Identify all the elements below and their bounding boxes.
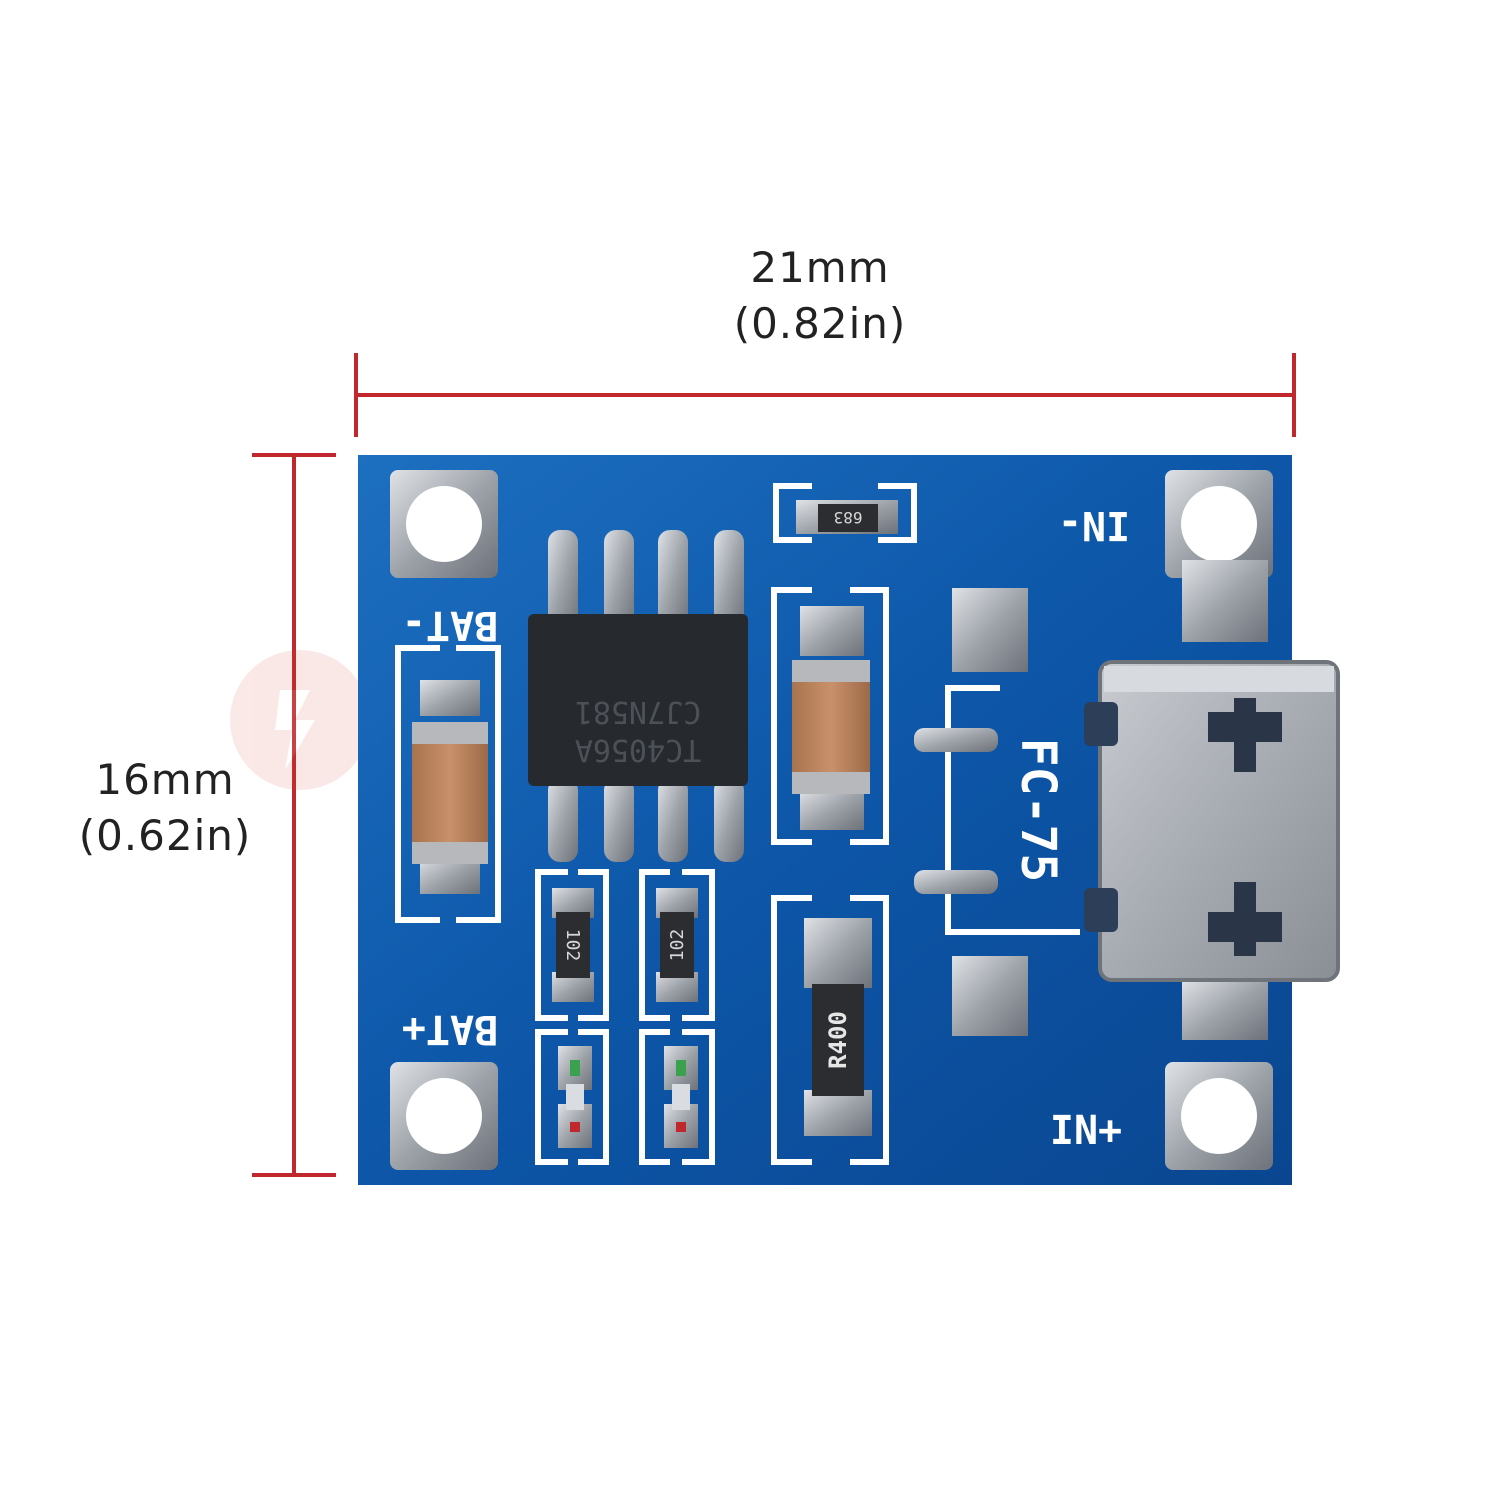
mounting-hole-top-left bbox=[390, 470, 498, 578]
mounting-hole-bottom-right bbox=[1165, 1062, 1273, 1170]
capacitor-left bbox=[412, 680, 488, 894]
resistor-102-left bbox=[552, 888, 594, 1002]
width-mm-text: 21mm bbox=[750, 243, 890, 292]
mounting-hole-bottom-left bbox=[390, 1062, 498, 1170]
ic-marking-line1: TC4056A bbox=[575, 732, 701, 767]
silk-in-minus: IN- bbox=[1058, 502, 1130, 548]
resistor-683 bbox=[796, 500, 898, 534]
mounting-hole-top-right bbox=[1165, 470, 1273, 578]
silkscreen-outlines bbox=[395, 483, 1080, 1165]
resistor-102-left-label: 102 bbox=[562, 929, 583, 962]
led-left bbox=[558, 1046, 592, 1148]
watermark-logo bbox=[230, 650, 370, 790]
usb-shield-pad-top bbox=[1182, 560, 1268, 642]
resistor-102-mid bbox=[656, 888, 698, 1002]
fc75-pad-top bbox=[914, 728, 998, 752]
micro-usb-connector bbox=[1084, 660, 1340, 982]
fc75-pad-bottom bbox=[914, 870, 998, 894]
usb-pad-bottom bbox=[952, 956, 1028, 1036]
silk-bat-plus: BAT+ bbox=[402, 1006, 498, 1052]
width-dimension-label: 21mm (0.82in) bbox=[620, 240, 1020, 352]
height-dimension-line bbox=[252, 453, 336, 1177]
ic-chip bbox=[528, 614, 748, 786]
silk-fc75: FC-75 bbox=[1010, 738, 1066, 883]
width-dimension-line bbox=[354, 353, 1296, 437]
resistor-102-mid-label: 102 bbox=[667, 929, 688, 962]
height-mm-text: 16mm bbox=[95, 755, 235, 804]
usb-shield-pad-bottom bbox=[1182, 980, 1268, 1040]
resistor-683-label: 683 bbox=[834, 508, 863, 527]
usb-pad-top bbox=[952, 588, 1028, 672]
pcb-board: BAT- BAT+ IN- IN+ FC-75 TC4056A CJ7N581 … bbox=[358, 455, 1340, 1185]
ic-pins bbox=[548, 530, 744, 862]
ic-marking-line2: CJ7N581 bbox=[575, 694, 701, 729]
height-inch-text: (0.62in) bbox=[78, 811, 252, 860]
height-dimension-label: 16mm (0.62in) bbox=[40, 752, 290, 864]
width-inch-text: (0.82in) bbox=[733, 299, 907, 348]
silk-in-plus: IN+ bbox=[1050, 1108, 1122, 1154]
resistor-r400 bbox=[804, 918, 872, 1136]
capacitor-right bbox=[792, 606, 870, 830]
resistor-r400-label: R400 bbox=[824, 1011, 852, 1069]
silk-bat-minus: BAT- bbox=[402, 602, 498, 648]
led-right bbox=[664, 1046, 698, 1148]
